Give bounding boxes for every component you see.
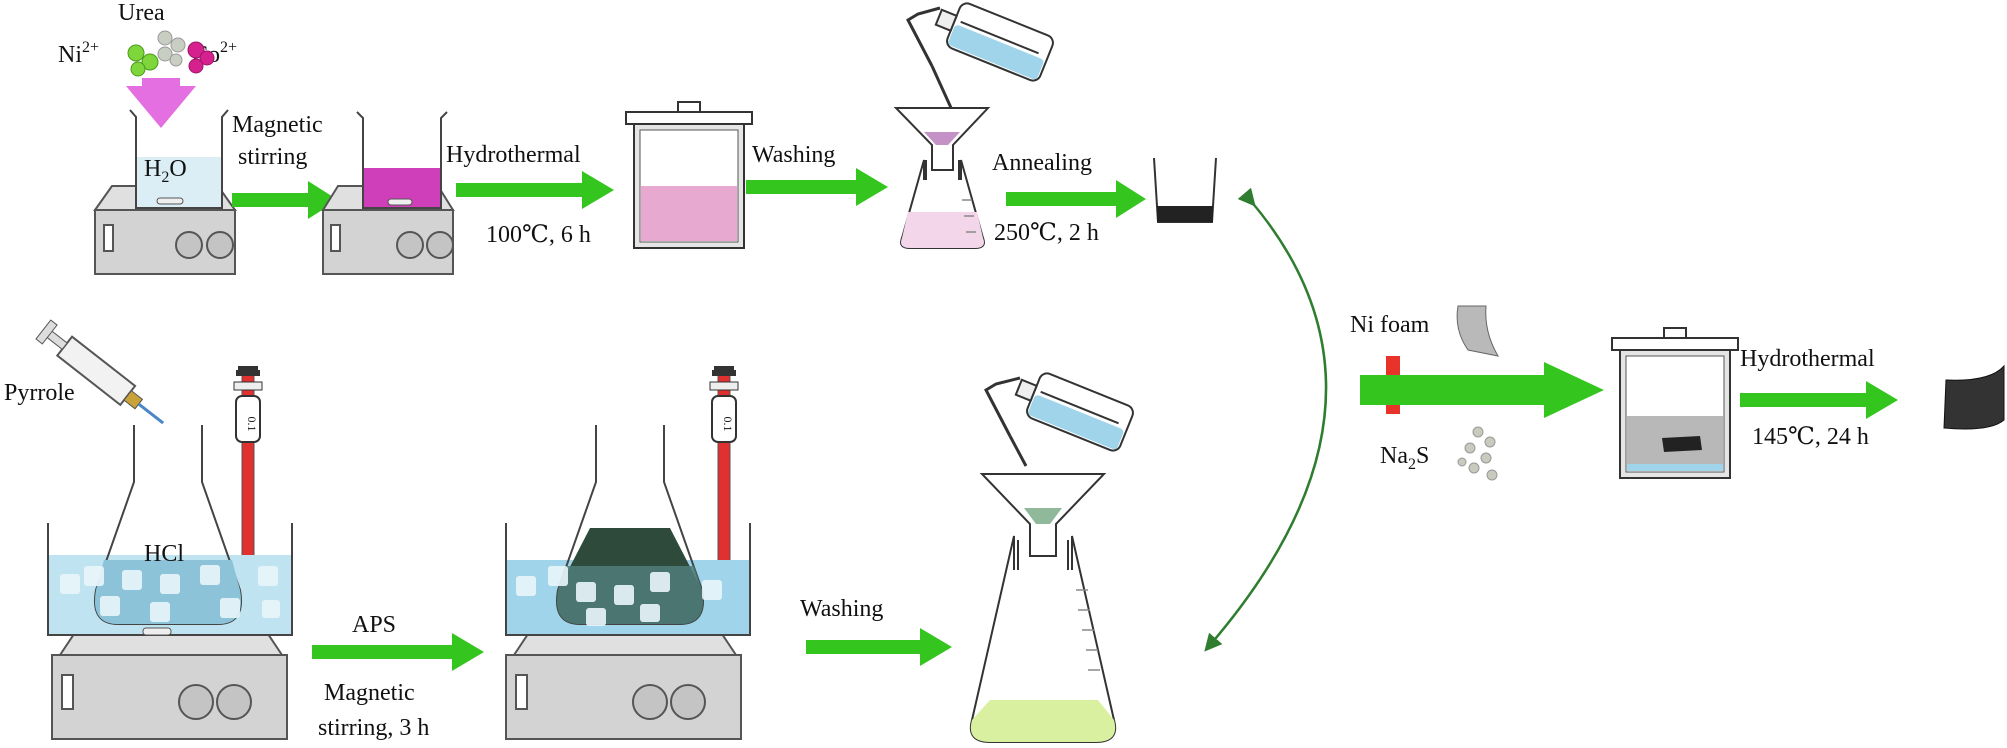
filtration-flask-top-icon (893, 107, 991, 249)
thermometer-icon: 0.1 (233, 366, 263, 571)
thermometer-icon: 0.1 (709, 366, 739, 571)
urea-label: Urea (118, 0, 165, 26)
step1-label-line2: stirring (238, 144, 307, 170)
ni-foam-label: Ni foam (1350, 312, 1430, 338)
step-annealing: Annealing 250℃, 2 h (992, 150, 1146, 246)
ice-bath-hcl-on-hotplate: HCl (47, 425, 293, 740)
co-ion-cluster-icon (187, 41, 215, 74)
syringe-icon (35, 319, 165, 425)
arrow-icon (1006, 180, 1146, 218)
svg-text:0.1: 0.1 (245, 417, 259, 432)
step3-label: Washing (752, 142, 835, 168)
step4-label: Annealing (992, 150, 1092, 176)
ni-ion-cluster-icon (127, 44, 159, 77)
stir-label-line2: stirring, 3 h (318, 715, 429, 741)
step2-label: Hydrothermal (446, 142, 581, 168)
ice-bath-dark-on-hotplate (505, 425, 751, 740)
wash-bottle-bottom-icon (984, 372, 1134, 467)
arrow-icon (1360, 362, 1604, 418)
urea-cluster-icon (157, 30, 186, 67)
pour-down-arrow-icon (126, 78, 196, 128)
step-hydrothermal-145: Hydrothermal 145℃, 24 h (1740, 346, 1898, 450)
arrow-icon (312, 633, 484, 671)
product-electrode-icon (1943, 364, 2005, 430)
svg-text:0.1: 0.1 (721, 417, 735, 432)
precursor-ions: Urea Ni2+ Co2+ (58, 0, 237, 128)
combine-step: Ni foam Na2S (1350, 305, 1604, 481)
hydro-condition: 145℃, 24 h (1752, 424, 1869, 450)
aps-label: APS (352, 612, 396, 638)
hydro-label: Hydrothermal (1740, 346, 1875, 372)
washing-bottom-label: Washing (800, 596, 883, 622)
na2s-powder-icon (1457, 426, 1498, 481)
filtration-flask-bottom-icon (969, 473, 1117, 743)
merge-curve-arrow-icon (1204, 187, 1328, 652)
autoclave-right (1611, 327, 1739, 479)
pyrrole-label: Pyrrole (4, 380, 75, 406)
arrow-icon (1740, 381, 1898, 419)
beaker-h2o-on-hotplate: H2O (93, 109, 237, 275)
step-hydrothermal-100: Hydrothermal 100℃, 6 h (446, 142, 614, 248)
ni-foam-icon (1456, 305, 1499, 357)
ni-ion-label: Ni2+ (58, 39, 99, 68)
step-aps-stirring: APS Magnetic stirring, 3 h (312, 612, 484, 741)
na2s-label: Na2S (1380, 443, 1429, 473)
arrow-icon (232, 181, 338, 219)
wash-bottle-top-icon (906, 2, 1054, 111)
stir-label-line1: Magnetic (324, 680, 415, 706)
water-label: H2O (144, 156, 187, 186)
step-washing-top: Washing (746, 142, 888, 206)
step-washing-bottom: Washing (800, 596, 952, 666)
step4-condition: 250℃, 2 h (994, 220, 1099, 246)
step-magnetic-stirring: Magnetic stirring (232, 112, 338, 219)
step1-label-line1: Magnetic (232, 112, 323, 138)
arrow-icon (806, 628, 952, 666)
beaker-pink-on-hotplate (321, 111, 455, 275)
crucible-icon (1153, 157, 1217, 223)
arrow-icon (456, 171, 614, 209)
arrow-icon (746, 168, 888, 206)
autoclave-top (625, 101, 753, 249)
step2-condition: 100℃, 6 h (486, 222, 591, 248)
hcl-label: HCl (144, 541, 184, 567)
